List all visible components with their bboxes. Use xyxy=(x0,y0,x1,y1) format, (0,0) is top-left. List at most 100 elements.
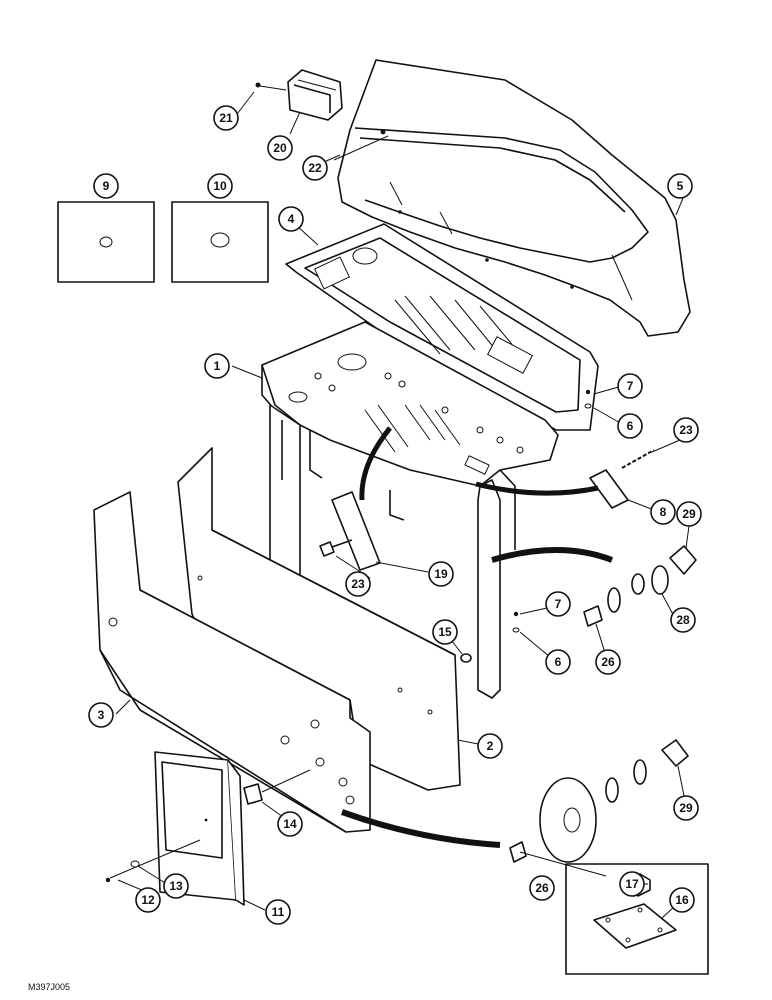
figure-code: M397J005 xyxy=(28,982,70,992)
callout-circle xyxy=(345,571,371,597)
callout-label: 7 xyxy=(627,379,634,393)
callout-20: 20 xyxy=(267,135,293,161)
callout-23: 23 xyxy=(673,417,699,443)
part-12-13-screw xyxy=(105,839,201,883)
callout-circle xyxy=(265,899,291,925)
callout-circle xyxy=(432,619,458,645)
callout-label: 14 xyxy=(283,817,297,831)
part-20-small-cover xyxy=(255,69,343,121)
callout-26: 26 xyxy=(529,875,555,901)
callout-circle xyxy=(88,702,114,728)
callout-label: 26 xyxy=(601,655,615,669)
callout-label: 6 xyxy=(627,419,634,433)
callout-circle xyxy=(278,206,304,232)
part-1-console-frame xyxy=(261,321,559,699)
callout-7: 7 xyxy=(617,373,643,399)
callout-label: 29 xyxy=(679,801,693,815)
callout-17: 17 xyxy=(619,871,645,897)
callout-circle xyxy=(617,413,643,439)
callout-circle xyxy=(267,135,293,161)
callout-5: 5 xyxy=(667,173,693,199)
part-4-gasket xyxy=(285,223,599,431)
callout-label: 3 xyxy=(98,708,105,722)
callout-label: 21 xyxy=(219,111,233,125)
callout-circle xyxy=(667,173,693,199)
callout-label: 29 xyxy=(682,507,696,521)
hardware-small xyxy=(333,135,592,663)
part-9-plate xyxy=(57,201,155,283)
callout-label: 9 xyxy=(103,179,110,193)
part-3-weight xyxy=(93,491,371,833)
callout-6: 6 xyxy=(617,413,643,439)
callout-circle xyxy=(477,733,503,759)
callout-28: 28 xyxy=(670,607,696,633)
part-5-cover xyxy=(337,59,691,337)
callout-29: 29 xyxy=(676,501,702,527)
callout-29: 29 xyxy=(673,795,699,821)
callout-9: 9 xyxy=(93,173,119,199)
callout-11: 11 xyxy=(265,899,291,925)
part-23-bolt-lower xyxy=(319,539,353,557)
callout-12: 12 xyxy=(135,887,161,913)
part-14-bushing xyxy=(243,769,311,805)
callout-label: 11 xyxy=(272,905,285,919)
callout-label: 19 xyxy=(434,567,448,581)
part-11-cover xyxy=(154,751,245,906)
callout-23: 23 xyxy=(345,571,371,597)
callout-circle xyxy=(673,795,699,821)
callout-7: 7 xyxy=(545,591,571,617)
callout-circle xyxy=(619,871,645,897)
part-counterweight-lower xyxy=(340,739,689,863)
callout-circle xyxy=(617,373,643,399)
part-10-plate xyxy=(171,201,269,283)
callout-label: 16 xyxy=(675,893,689,907)
callout-circle xyxy=(676,501,702,527)
callout-1: 1 xyxy=(204,353,230,379)
callout-circle xyxy=(545,591,571,617)
callout-2: 2 xyxy=(477,733,503,759)
callout-label: 10 xyxy=(213,179,227,193)
callout-circle xyxy=(213,105,239,131)
callout-label: 7 xyxy=(555,597,562,611)
callout-label: 6 xyxy=(555,655,562,669)
callout-19: 19 xyxy=(428,561,454,587)
callout-circle xyxy=(428,561,454,587)
callout-10: 10 xyxy=(207,173,233,199)
callout-circle xyxy=(595,649,621,675)
callout-label: 4 xyxy=(288,212,295,226)
callout-circle xyxy=(204,353,230,379)
callout-label: 23 xyxy=(351,577,365,591)
callout-label: 22 xyxy=(308,161,322,175)
callout-6: 6 xyxy=(545,649,571,675)
callout-label: 23 xyxy=(679,423,693,437)
callout-circle xyxy=(545,649,571,675)
callout-circle xyxy=(650,499,676,525)
callout-circle xyxy=(669,887,695,913)
callout-label: 8 xyxy=(660,505,667,519)
callout-26: 26 xyxy=(595,649,621,675)
callout-label: 12 xyxy=(141,893,155,907)
callout-16: 16 xyxy=(669,887,695,913)
callout-label: 26 xyxy=(535,881,549,895)
callout-circle xyxy=(207,173,233,199)
callout-label: 1 xyxy=(214,359,221,373)
callout-label: 2 xyxy=(487,739,494,753)
callout-circle xyxy=(670,607,696,633)
callout-label: 28 xyxy=(676,613,690,627)
part-23-bolt-upper xyxy=(621,449,655,469)
callout-3: 3 xyxy=(88,702,114,728)
callout-21: 21 xyxy=(213,105,239,131)
callout-label: 15 xyxy=(438,625,452,639)
callout-circle xyxy=(302,155,328,181)
inset-16-17 xyxy=(565,863,709,975)
callout-circle xyxy=(163,873,189,899)
callout-circle xyxy=(277,811,303,837)
callout-circle xyxy=(529,875,555,901)
part-28-counterweight-upper xyxy=(491,545,697,627)
callout-label: 17 xyxy=(625,877,639,891)
callout-22: 22 xyxy=(302,155,328,181)
callout-14: 14 xyxy=(277,811,303,837)
callout-15: 15 xyxy=(432,619,458,645)
